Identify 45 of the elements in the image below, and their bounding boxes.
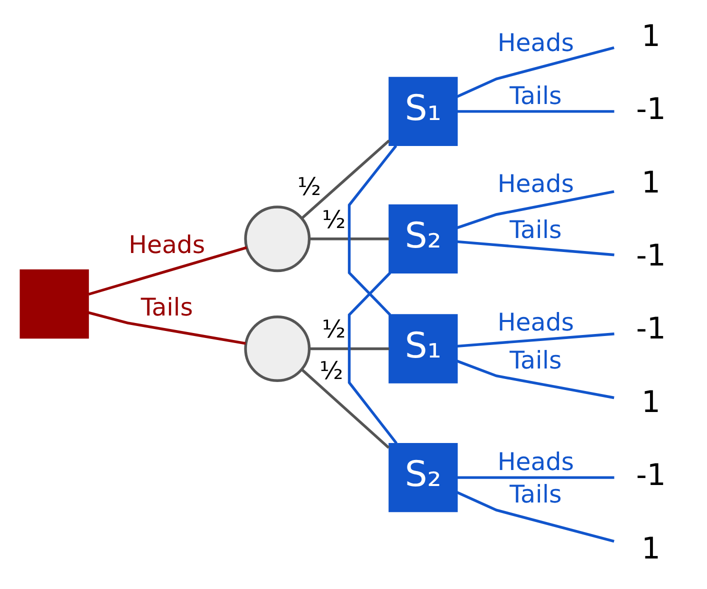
edge-label: Heads: [128, 230, 205, 260]
connector: [456, 491, 614, 543]
connector: [300, 140, 390, 219]
connector: [347, 272, 398, 444]
node-text: 1: [640, 165, 660, 200]
node-box: S₂: [388, 442, 458, 512]
edge-label: ½: [322, 314, 346, 344]
node-box: S₁: [388, 314, 458, 384]
connector: [87, 311, 246, 345]
edge-label: Tails: [509, 215, 562, 244]
node-text: 1: [640, 531, 660, 566]
connector: [456, 46, 614, 98]
edge-label: Heads: [496, 168, 574, 198]
node-box: S₁: [388, 76, 458, 146]
connector: [300, 368, 390, 449]
connector: [456, 476, 614, 479]
edge-label: ½: [319, 356, 343, 386]
edge-label: Tails: [140, 292, 192, 322]
edge-label: Tails: [509, 480, 562, 509]
node-box: S₂: [388, 204, 458, 274]
connector: [456, 332, 614, 348]
edge-label: Heads: [496, 28, 574, 57]
edge-label: ½: [322, 204, 346, 234]
edge-label: Heads: [496, 446, 574, 476]
edge-label: Tails: [509, 80, 562, 110]
node-text: 1: [640, 384, 660, 420]
node-box: [19, 269, 88, 339]
edge-label: ½: [296, 172, 321, 201]
node-circle: [244, 206, 310, 272]
node-text: -1: [636, 238, 666, 274]
node-text: -1: [636, 92, 666, 128]
connector: [456, 110, 614, 113]
connector: [347, 144, 397, 316]
node-circle: [244, 316, 310, 382]
edge-label: Heads: [496, 307, 574, 336]
connector: [308, 238, 389, 240]
connector: [456, 360, 614, 400]
node-text: -1: [636, 458, 666, 494]
connector: [456, 190, 614, 230]
node-text: 1: [640, 18, 660, 54]
connector: [308, 347, 389, 350]
connector: [456, 240, 614, 256]
edge-label: Tails: [509, 345, 562, 374]
node-text: -1: [636, 312, 666, 347]
connector: [88, 246, 247, 296]
